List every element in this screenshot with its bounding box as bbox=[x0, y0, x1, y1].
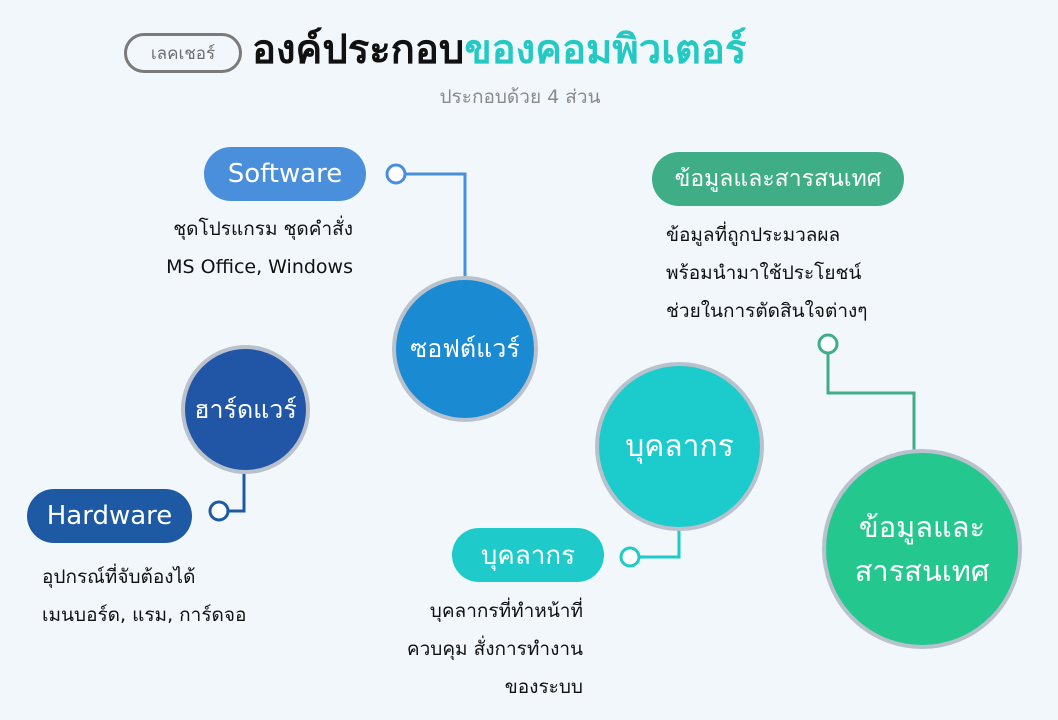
information-connector bbox=[826, 353, 916, 452]
page-title-main: องค์ประกอบ bbox=[252, 27, 465, 73]
hardware-connector-dot bbox=[208, 500, 230, 522]
information-desc-line: ช่วยในการตัดสินใจต่างๆ bbox=[666, 300, 868, 322]
software-connector-dot bbox=[385, 163, 407, 185]
people-desc-line: ควบคุม สั่งการทำงาน bbox=[406, 638, 583, 660]
software-connector bbox=[404, 172, 467, 278]
people-circle: บุคลากร bbox=[595, 362, 764, 531]
lecture-tag-label: เลคเชอร์ bbox=[150, 43, 216, 64]
hardware-circle: ฮาร์ดแวร์ bbox=[181, 345, 310, 474]
hardware-pill-label: Hardware bbox=[46, 501, 173, 531]
hardware-desc-line: อุปกรณ์ที่จับต้องได้ bbox=[42, 566, 196, 588]
hardware-pill: Hardware bbox=[27, 489, 192, 543]
people-desc-line: ของระบบ bbox=[504, 676, 583, 698]
hardware-desc-line: เมนบอร์ด, แรม, การ์ดจอ bbox=[42, 604, 247, 626]
software-desc-line: ชุดโปรแกรม ชุดคำสั่ง bbox=[173, 218, 353, 240]
information-pill: ข้อมูลและสารสนเทศ bbox=[652, 152, 904, 206]
page-title-accent: ของคอมพิวเตอร์ bbox=[464, 27, 747, 73]
people-connector bbox=[639, 528, 681, 559]
software-circle-label: ซอฟต์แวร์ bbox=[410, 334, 520, 363]
people-circle-label: บุคลากร bbox=[625, 429, 734, 464]
lecture-tag: เลคเชอร์ bbox=[124, 33, 242, 73]
people-pill-label: บุคลากร bbox=[480, 540, 576, 571]
people-desc-line: บุคลากรที่ทำหน้าที่ bbox=[429, 600, 583, 622]
people-connector-dot bbox=[619, 546, 641, 568]
software-description: ชุดโปรแกรม ชุดคำสั่ง MS Office, Windows bbox=[100, 210, 353, 286]
information-circle-label-line: สารสนเทศ bbox=[854, 554, 990, 588]
information-description: ข้อมูลที่ถูกประมวลผล พร้อมนำมาใช้ประโยชน… bbox=[666, 216, 868, 330]
hardware-connector bbox=[228, 473, 246, 513]
information-pill-label: ข้อมูลและสารสนเทศ bbox=[674, 166, 882, 192]
people-description: บุคลากรที่ทำหน้าที่ ควบคุม สั่งการทำงาน … bbox=[330, 592, 583, 706]
software-circle: ซอฟต์แวร์ bbox=[392, 276, 538, 422]
software-pill-label: Software bbox=[227, 159, 343, 189]
hardware-description: อุปกรณ์ที่จับต้องได้ เมนบอร์ด, แรม, การ์… bbox=[42, 558, 246, 634]
information-connector-dot bbox=[817, 333, 839, 355]
hardware-circle-label: ฮาร์ดแวร์ bbox=[194, 394, 297, 424]
information-desc-line: ข้อมูลที่ถูกประมวลผล bbox=[666, 224, 841, 246]
information-circle: ข้อมูลและ สารสนเทศ bbox=[822, 449, 1022, 649]
page-title: องค์ประกอบของคอมพิวเตอร์ bbox=[252, 20, 746, 80]
page-subtitle: ประกอบด้วย 4 ส่วน bbox=[439, 86, 601, 108]
information-desc-line: พร้อมนำมาใช้ประโยชน์ bbox=[666, 262, 862, 284]
people-pill: บุคลากร bbox=[452, 528, 604, 582]
software-pill: Software bbox=[204, 147, 366, 201]
software-desc-line: MS Office, Windows bbox=[166, 256, 353, 278]
information-circle-label-line: ข้อมูลและ bbox=[858, 510, 986, 544]
